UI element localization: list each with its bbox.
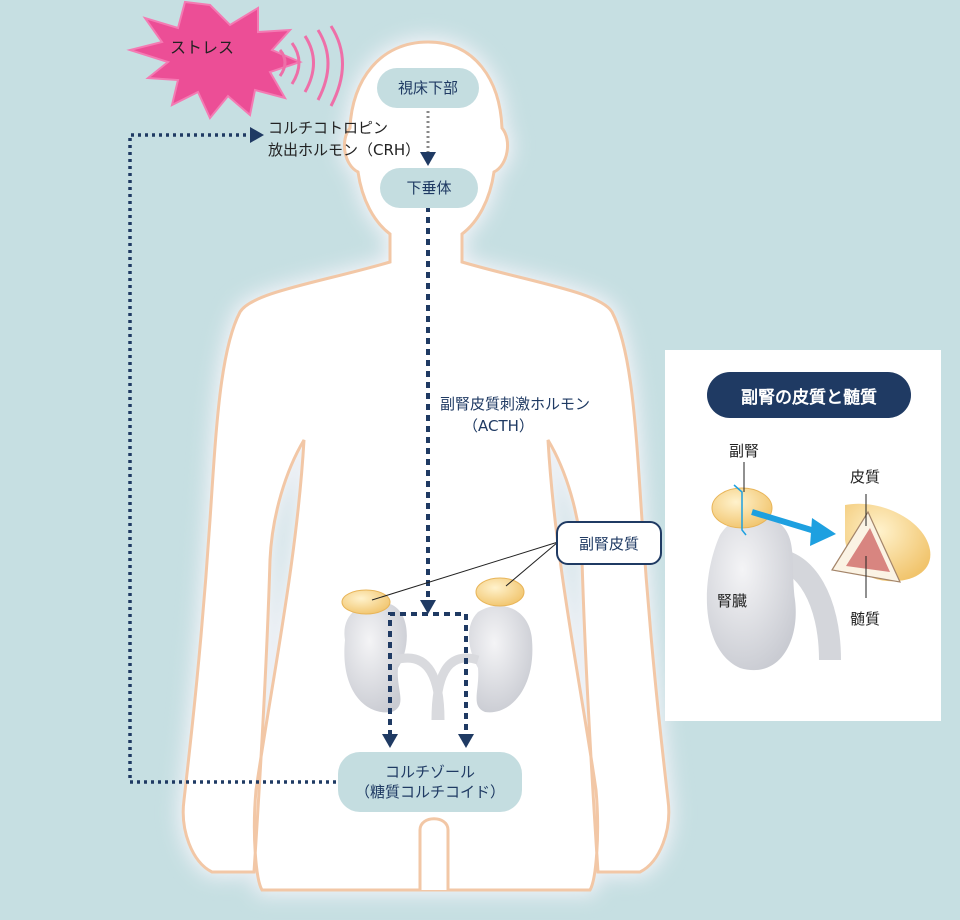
- crh-label-line2: 放出ホルモン（CRH）: [268, 141, 421, 159]
- hypothalamus-pill: 視床下部: [377, 68, 479, 108]
- stress-label: ストレス: [170, 38, 235, 57]
- stress-waves: [278, 25, 344, 107]
- arrowhead-pituitary: [420, 152, 436, 166]
- inset-adrenal-label: 副腎: [729, 442, 760, 460]
- cortisol-pill: コルチゾール （糖質コルチコイド）: [338, 752, 522, 812]
- adrenal-left: [341, 589, 391, 615]
- arrowhead-cortisol-right: [458, 734, 474, 748]
- pituitary-pill: 下垂体: [380, 168, 478, 208]
- leader-line-right: [505, 541, 559, 587]
- inset-illustration: [665, 350, 941, 721]
- adrenal-right: [475, 577, 525, 607]
- adrenal-cortex-tag: 副腎皮質: [556, 521, 662, 565]
- inset-medulla-label: 髄質: [850, 610, 881, 628]
- cortisol-label-line1: コルチゾール: [384, 762, 475, 781]
- stress-burst: [126, 0, 303, 120]
- inset-cortex-label: 皮質: [850, 468, 881, 486]
- inset-title: 副腎の皮質と髄質: [707, 372, 911, 418]
- hypothalamus-label: 視床下部: [397, 78, 458, 97]
- adrenal-to-cortisol-path: [388, 612, 468, 736]
- acth-label-line1: 副腎皮質刺激ホルモン: [440, 395, 591, 413]
- arrowhead-cortisol-left: [382, 734, 398, 748]
- kidney-right: [431, 605, 533, 721]
- adrenal-cortex-tag-label: 副腎皮質: [578, 534, 639, 553]
- arrowhead-crh: [250, 127, 264, 143]
- leader-line-left: [371, 541, 559, 601]
- cortisol-label-line2: （糖質コルチコイド）: [354, 783, 505, 801]
- pituitary-label: 下垂体: [406, 178, 452, 197]
- arrowhead-acth: [420, 600, 436, 614]
- human-body: [176, 34, 676, 897]
- acth-label-line2: （ACTH）: [463, 417, 534, 435]
- crh-label-line1: コルチコトロピン: [268, 119, 389, 137]
- inset-title-label: 副腎の皮質と髄質: [741, 387, 877, 408]
- crh-feedback-path: [128, 133, 336, 784]
- inset-kidney-label: 腎臓: [717, 592, 748, 610]
